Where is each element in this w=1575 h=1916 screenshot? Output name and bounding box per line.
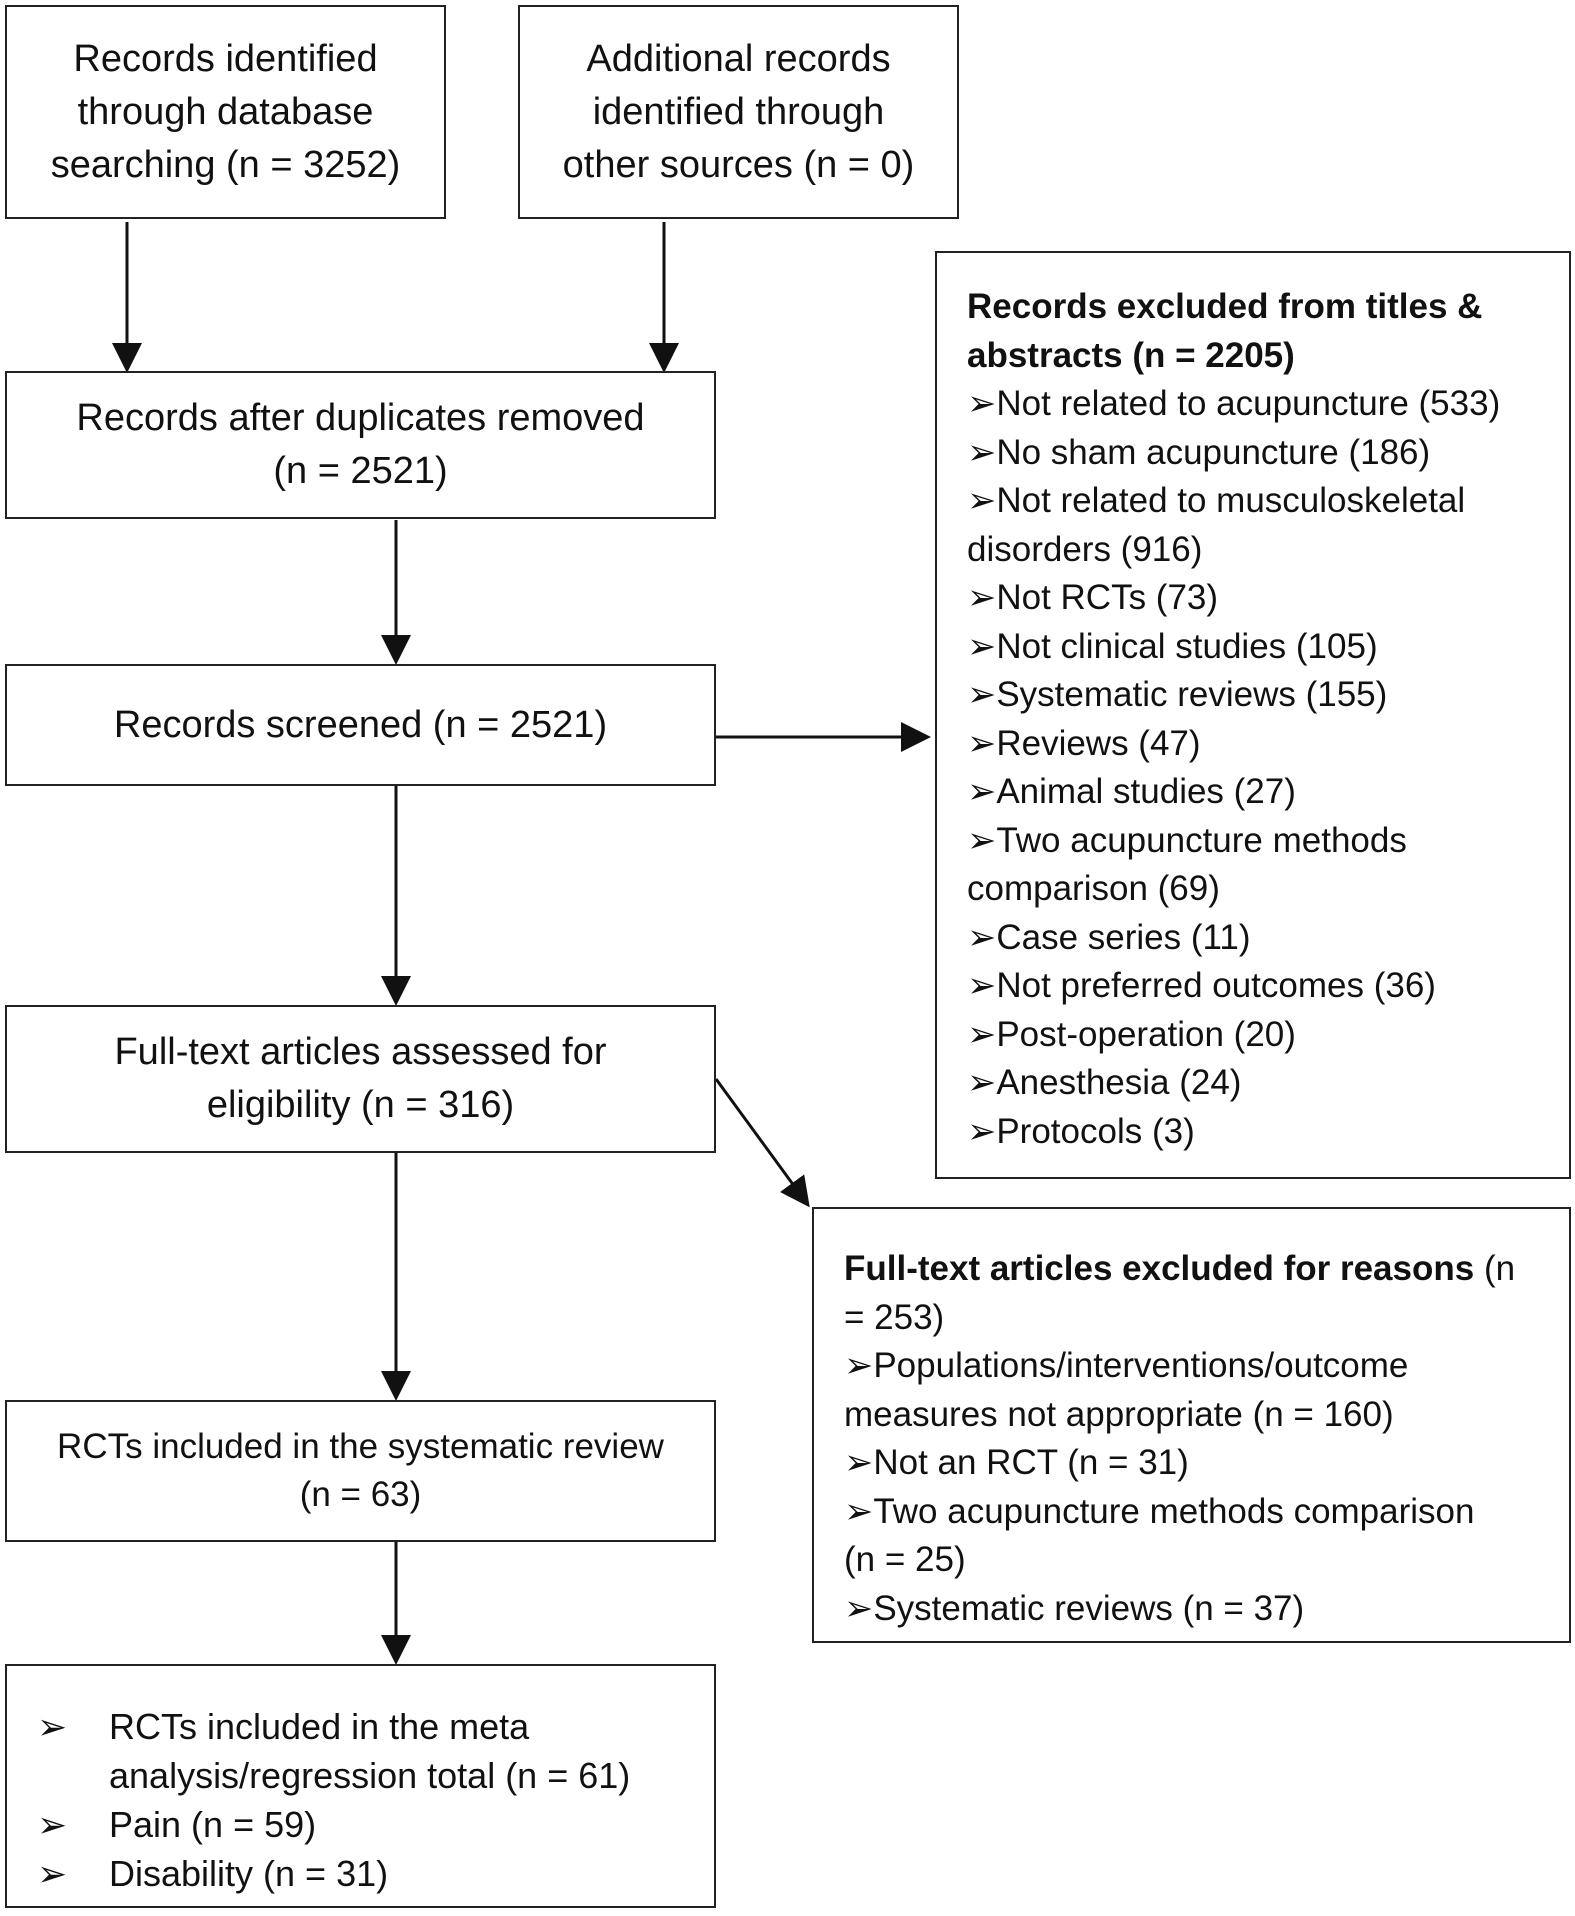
excluded-fulltext-heading-line-1: Full-text articles excluded for reasons …	[844, 1245, 1549, 1294]
arrow-fulltext-to-excluded	[714, 1078, 810, 1208]
excluded-titles-item: ➢Not related to acupuncture (533)	[967, 384, 1501, 423]
meta-item-1-line-1: RCTs included in the meta	[109, 1706, 530, 1747]
meta-analysis-box: ➢ RCTs included in the meta analysis/reg…	[5, 1664, 716, 1908]
excluded-titles-item: ➢Two acupuncture methods	[967, 820, 1407, 860]
excluded-titles-item: ➢Not RCTs (73)	[967, 578, 1219, 617]
meta-item-1-line-2: analysis/regression total (n = 61)	[109, 1755, 631, 1796]
excluded-fulltext-item: ➢Two acupuncture methods comparison	[844, 1491, 1475, 1531]
excluded-fulltext-item: measures not appropriate (n = 160)	[844, 1394, 1394, 1434]
meta-item-1-text: RCTs included in the meta analysis/regre…	[109, 1702, 630, 1800]
excluded-titles-item: ➢Not preferred outcomes (36)	[967, 966, 1436, 1005]
excluded-titles-item: ➢Animal studies (27)	[967, 772, 1296, 811]
fulltext-assessed-line-2: eligibility (n = 316)	[206, 1084, 515, 1126]
excluded-titles-item: ➢Not related to musculoskeletal	[967, 481, 1466, 520]
meta-item-3-text: Disability (n = 31)	[109, 1853, 389, 1894]
meta-item-1: ➢ RCTs included in the meta analysis/reg…	[37, 1702, 694, 1800]
excluded-fulltext-item: ➢Not an RCT (n = 31)	[844, 1443, 1189, 1482]
arrowhead-bullet-icon: ➢	[37, 1853, 68, 1894]
additional-records-line-3: other sources (n = 0)	[562, 143, 915, 186]
meta-item-2: ➢ Pain (n = 59)	[37, 1800, 694, 1849]
excluded-fulltext-heading-line-2: = 253)	[844, 1297, 945, 1337]
excluded-fulltext-item: (n = 25)	[844, 1540, 966, 1579]
records-identified-line-1: Records identified	[73, 37, 378, 80]
fulltext-assessed-line-1: Full-text articles assessed for	[114, 1031, 607, 1073]
excluded-titles-item: ➢Case series (11)	[967, 917, 1251, 957]
excluded-titles-item: comparison (69)	[967, 869, 1220, 908]
excluded-titles-heading-line-1: Records excluded from titles &	[967, 287, 1483, 326]
systematic-review-line-2: (n = 63)	[299, 1475, 422, 1514]
arrowhead-bullet-icon: ➢	[37, 1804, 68, 1845]
excluded-fulltext-list: ➢Populations/interventions/outcome measur…	[844, 1342, 1549, 1633]
duplicates-removed-box: Records after duplicates removed (n = 25…	[5, 371, 716, 519]
meta-item-3: ➢ Disability (n = 31)	[37, 1849, 694, 1898]
excluded-titles-list: ➢Not related to acupuncture (533) ➢No sha…	[967, 380, 1549, 1156]
excluded-titles-item: ➢Reviews (47)	[967, 723, 1201, 763]
excluded-fulltext-heading-bold: Full-text articles excluded for reasons	[844, 1249, 1475, 1288]
systematic-review-box: RCTs included in the systematic review (…	[5, 1400, 716, 1542]
meta-item-2-text: Pain (n = 59)	[109, 1804, 317, 1845]
excluded-fulltext-box: Full-text articles excluded for reasons …	[812, 1207, 1571, 1643]
excluded-titles-item: ➢Not clinical studies (105)	[967, 626, 1378, 666]
records-identified-line-3: searching (n = 3252)	[50, 143, 401, 186]
arrowhead-bullet-icon: ➢	[37, 1706, 68, 1747]
records-identified-line-2: through database	[77, 90, 374, 133]
duplicates-removed-line-2: (n = 2521)	[273, 450, 448, 492]
additional-records-box: Additional records identified through ot…	[518, 5, 959, 219]
excluded-titles-box: Records excluded from titles & abstracts…	[935, 251, 1571, 1179]
excluded-titles-item: ➢No sham acupuncture (186)	[967, 432, 1431, 472]
systematic-review-line-1: RCTs included in the systematic review	[57, 1427, 664, 1466]
additional-records-line-2: identified through	[592, 90, 885, 133]
excluded-fulltext-item: ➢Populations/interventions/outcome	[844, 1346, 1409, 1385]
duplicates-removed-line-1: Records after duplicates removed	[76, 397, 645, 439]
fulltext-assessed-box: Full-text articles assessed for eligibil…	[5, 1005, 716, 1153]
excluded-titles-item: ➢Systematic reviews (155)	[967, 675, 1388, 714]
records-identified-box: Records identified through database sear…	[5, 5, 446, 219]
excluded-fulltext-heading-rest: (n	[1474, 1249, 1516, 1288]
excluded-titles-item: ➢Protocols (3)	[967, 1111, 1195, 1151]
additional-records-line-1: Additional records	[586, 37, 891, 80]
excluded-titles-item: ➢Anesthesia (24)	[967, 1063, 1242, 1102]
excluded-titles-item: disorders (916)	[967, 529, 1203, 569]
excluded-titles-item: ➢Post-operation (20)	[967, 1014, 1296, 1054]
records-screened-box: Records screened (n = 2521)	[5, 664, 716, 786]
excluded-fulltext-item: ➢Systematic reviews (n = 37)	[844, 1588, 1305, 1628]
records-screened-line-1: Records screened (n = 2521)	[113, 703, 608, 746]
excluded-titles-heading-line-2: abstracts (n = 2205)	[967, 335, 1295, 375]
